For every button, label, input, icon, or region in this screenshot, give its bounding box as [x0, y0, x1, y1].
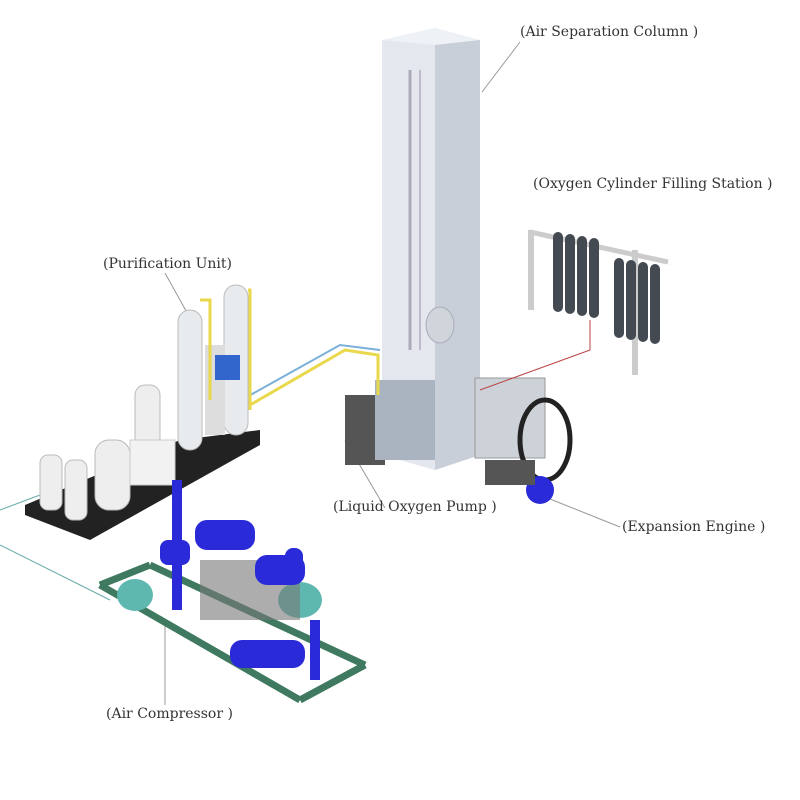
label-air-compressor: (Air Compressor ) — [106, 706, 233, 722]
air-separation-column — [382, 28, 480, 470]
leader-lines — [0, 41, 621, 705]
purification-unit — [25, 284, 260, 540]
label-expansion-engine: (Expansion Engine ) — [622, 519, 766, 535]
label-air-separation-column: (Air Separation Column ) — [520, 24, 699, 40]
label-liquid-oxygen-pump: (Liquid Oxygen Pump ) — [333, 499, 497, 515]
air-compressor — [98, 480, 367, 704]
liquid-oxygen-pump — [375, 380, 435, 460]
oxygen-cylinder-station — [479, 229, 669, 391]
label-purification-unit: (Purification Unit) — [103, 256, 232, 272]
expansion-engine — [474, 377, 573, 504]
label-oxygen-cylinder-filling-station: (Oxygen Cylinder Filling Station ) — [533, 176, 773, 192]
